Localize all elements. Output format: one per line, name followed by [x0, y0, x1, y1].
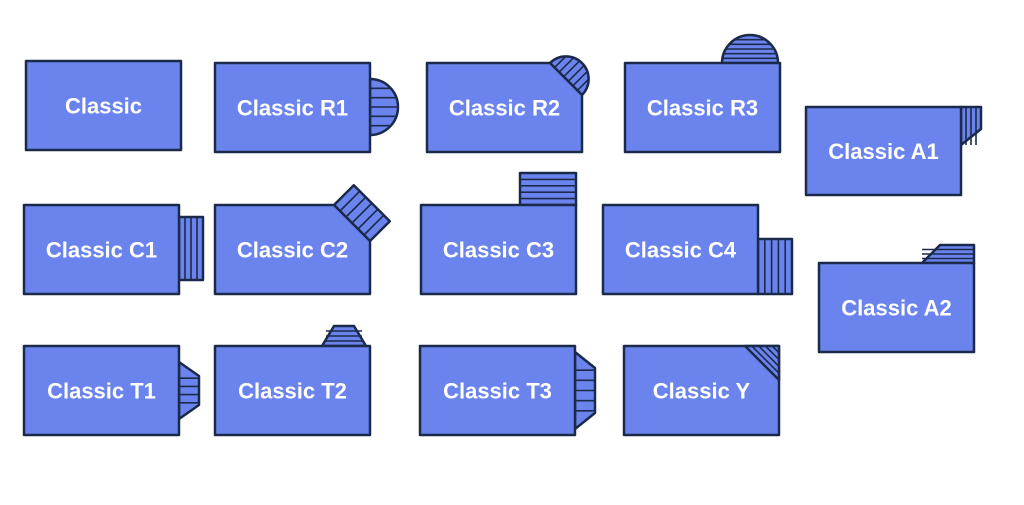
classic-y-hatch: [771, 345, 780, 354]
classic-a2-body: [817, 261, 976, 354]
classic-a1-body: [804, 105, 963, 197]
classic-r3-body: [623, 61, 782, 154]
shape-label-classic: Classic: [65, 94, 142, 119]
classic-t2-body: [213, 344, 372, 437]
classic-r2-hatch: [563, 60, 581, 78]
shape-classic-a2: Classic A2: [817, 243, 976, 354]
classic-r1-body: [213, 61, 372, 154]
shape-label-classic-c1: Classic C1: [46, 238, 157, 263]
classic-r2-hatch: [567, 64, 585, 82]
classic-c3-body: [419, 203, 578, 296]
shape-classic-c2: Classic C2: [213, 183, 392, 296]
classic-c2-body: [213, 203, 372, 296]
classic-c3-tab: [518, 171, 578, 207]
shape-label-classic-a2: Classic A2: [841, 296, 951, 321]
classic-c4-tab: [756, 237, 794, 296]
classic-c2-hatch: [345, 196, 367, 218]
shape-label-classic-r1: Classic R1: [237, 96, 348, 121]
classic-c2-hatch: [357, 208, 379, 230]
shape-label-classic-c4: Classic C4: [625, 238, 737, 263]
classic-r2-body: [425, 61, 584, 154]
classic-y-hatch: [764, 345, 780, 361]
shape-label-classic-r3: Classic R3: [647, 96, 758, 121]
shape-classic-t2: Classic T2: [213, 324, 372, 437]
classic-c2-hatch: [351, 202, 373, 224]
classic-r2-hatch: [558, 57, 575, 73]
classic-t1-body: [22, 344, 181, 437]
shape-label-classic-c3: Classic C3: [443, 238, 554, 263]
shape-classic-c4: Classic C4: [601, 203, 794, 296]
shape-label-classic-t1: Classic T1: [47, 379, 156, 404]
classic-r2-hatch: [576, 78, 590, 91]
shape-classic-r3: Classic R3: [623, 33, 782, 154]
classic-r2-hatch: [554, 55, 567, 69]
classic-r2-hatch: [572, 70, 588, 87]
shape-classic-a1: Classic A1: [804, 105, 983, 197]
classic-c2-hatch: [363, 214, 385, 236]
classic-c4-body: [601, 203, 760, 296]
shape-classic-c1: Classic C1: [22, 203, 205, 296]
classic-body: [24, 59, 183, 152]
shape-classic: Classic: [24, 59, 183, 152]
shape-label-classic-t3: Classic T3: [443, 379, 552, 404]
shape-classic-c3: Classic C3: [419, 171, 578, 296]
classic-y-hatch: [758, 345, 780, 367]
classic-c1-body: [22, 203, 181, 296]
shape-classic-r2: Classic R2: [425, 55, 590, 154]
classic-y-hatch: [751, 345, 780, 374]
shape-classic-t3: Classic T3: [418, 344, 597, 437]
classic-y-body: [622, 344, 781, 437]
shape-classic-y: Classic Y: [622, 344, 781, 437]
shape-label-classic-r2: Classic R2: [449, 96, 560, 121]
shape-label-classic-y: Classic Y: [653, 379, 751, 404]
shape-label-classic-c2: Classic C2: [237, 238, 348, 263]
shape-classic-t1: Classic T1: [22, 344, 201, 437]
classic-t1-tab: [177, 360, 201, 421]
classic-t3-body: [418, 344, 577, 437]
classic-r2-tab: [548, 55, 590, 97]
shape-label-classic-t2: Classic T2: [238, 379, 347, 404]
classic-y-corner: [743, 344, 781, 382]
classic-c2-hatch: [339, 190, 361, 212]
shape-label-classic-a1: Classic A1: [828, 139, 938, 164]
shape-classic-r1: Classic R1: [213, 61, 400, 154]
